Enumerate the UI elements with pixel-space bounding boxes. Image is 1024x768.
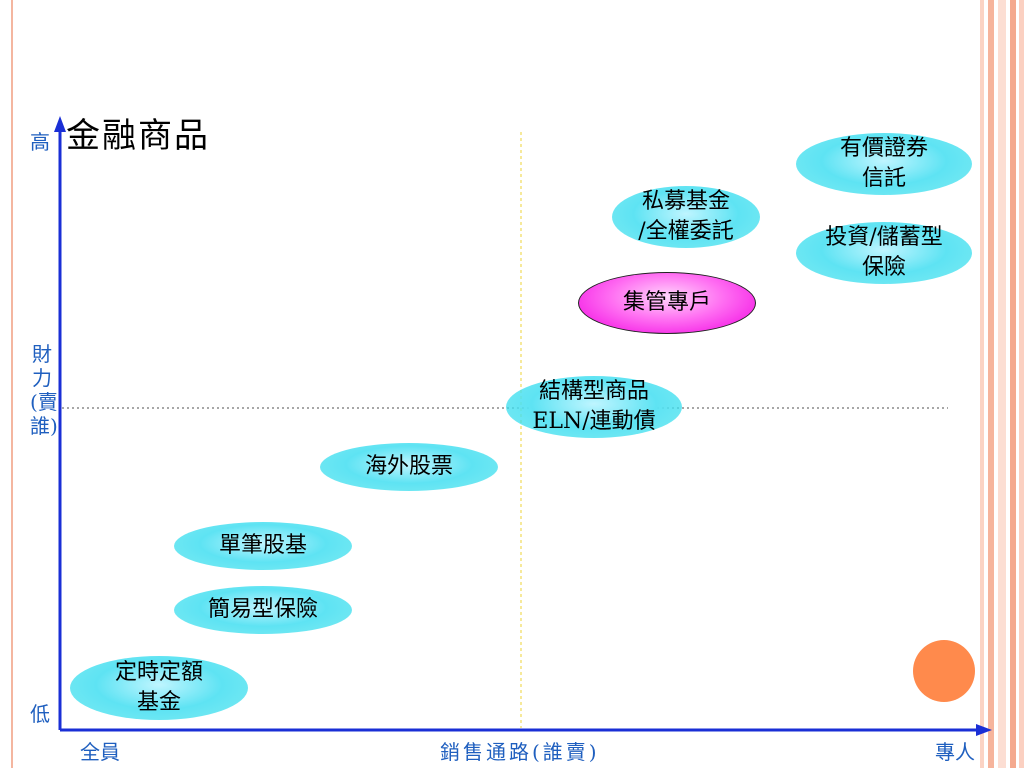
node-single-fund: 單筆股基 xyxy=(174,522,352,570)
node-securities-trust: 有價證券 信託 xyxy=(796,133,972,195)
node-foreign-stocks: 海外股票 xyxy=(320,443,498,491)
node-investment-insurance: 投資/儲蓄型 保險 xyxy=(796,222,972,284)
accent-dot xyxy=(913,640,975,702)
x-axis-arrow xyxy=(976,724,992,736)
node-collective-account: 集管專戶 xyxy=(578,272,756,334)
slide-border-right xyxy=(976,0,1024,768)
x-axis-right-label: 專人 xyxy=(935,740,975,764)
node-regular-fund: 定時定額 基金 xyxy=(70,656,248,720)
node-simple-insurance: 簡易型保險 xyxy=(174,586,352,634)
y-axis-title: 財力(賣誰) xyxy=(30,342,58,438)
slide-border-left xyxy=(11,0,13,768)
node-structured-product: 結構型商品 ELN/連動債 xyxy=(506,376,682,438)
y-axis-arrow xyxy=(54,116,66,132)
x-axis-title: 銷售通路(誰賣) xyxy=(440,740,600,764)
diagram-title: 金融商品 xyxy=(66,116,210,156)
y-axis-high-label: 高 xyxy=(30,130,50,154)
y-axis-low-label: 低 xyxy=(30,702,50,726)
node-private-fund: 私募基金 /全權委託 xyxy=(612,186,760,248)
x-axis-left-label: 全員 xyxy=(80,740,120,764)
